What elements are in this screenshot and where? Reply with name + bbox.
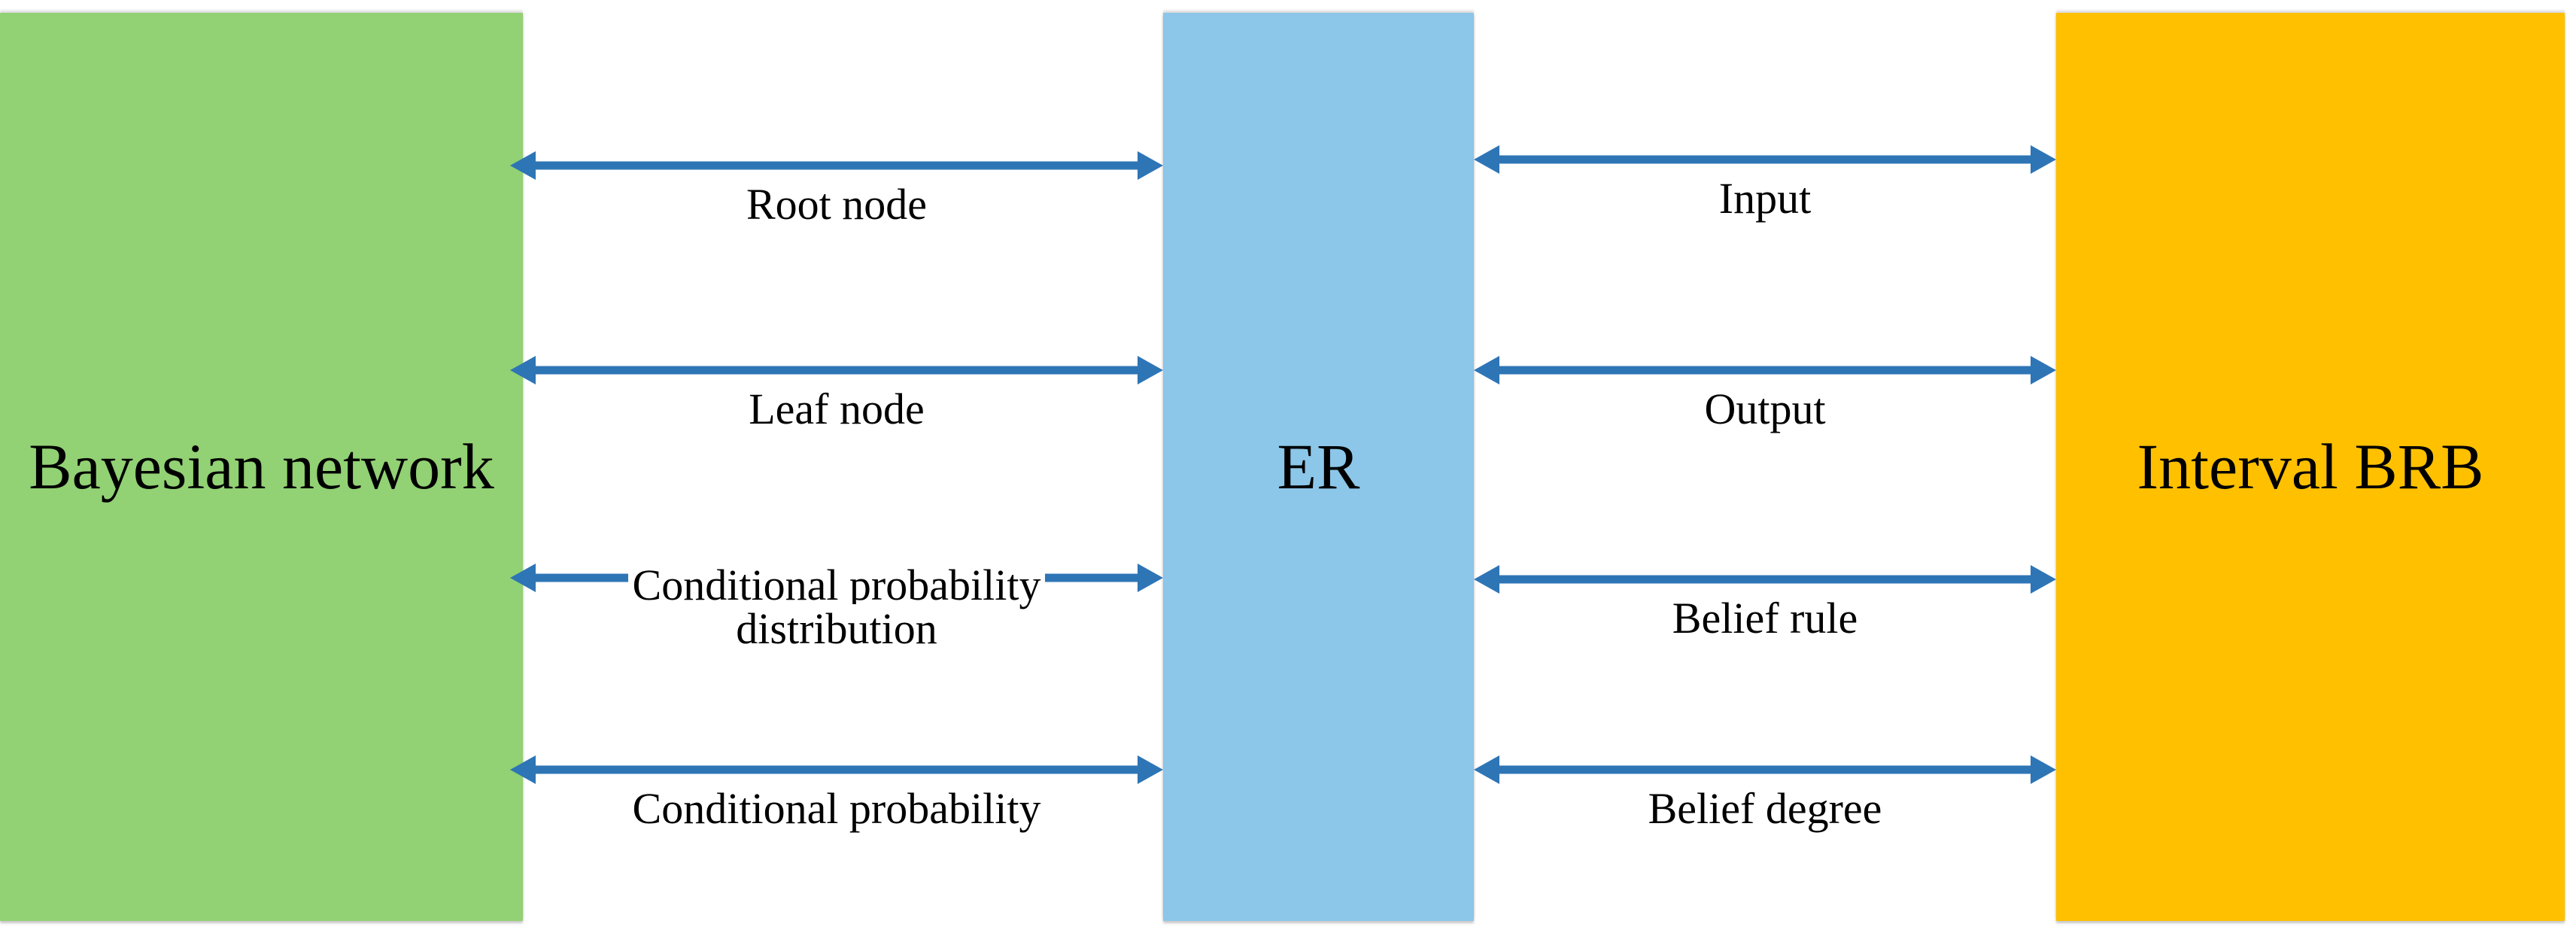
block-er-label: ER (1277, 430, 1360, 503)
block-interval-brb-label: Interval BRB (2137, 430, 2484, 503)
double-arrow-icon (510, 755, 1163, 784)
block-interval-brb: Interval BRB (2056, 13, 2565, 921)
block-er: ER (1163, 13, 1474, 921)
connector-leaf-node: Leaf node (510, 306, 1163, 434)
double-arrow-icon (1474, 145, 2056, 174)
connector-conditional-probability-distribution: Conditional probability distribution (510, 514, 1163, 653)
connector-output: Output (1474, 306, 2056, 434)
connector-conditional-probability: Conditional probability (510, 706, 1163, 834)
block-bayesian-network-label: Bayesian network (29, 430, 494, 503)
connector-belief-degree: Belief degree (1474, 706, 2056, 834)
double-arrow-icon (1474, 356, 2056, 384)
double-arrow-icon (510, 356, 1163, 384)
double-arrow-icon (510, 151, 1163, 180)
connector-root-node: Root node (510, 102, 1163, 229)
connector-input: Input (1474, 96, 2056, 223)
connector-belief-rule: Belief rule (1474, 515, 2056, 643)
double-arrow-icon (510, 564, 1163, 592)
double-arrow-icon (1474, 755, 2056, 784)
double-arrow-icon (1474, 565, 2056, 594)
block-bayesian-network: Bayesian network (0, 13, 523, 921)
